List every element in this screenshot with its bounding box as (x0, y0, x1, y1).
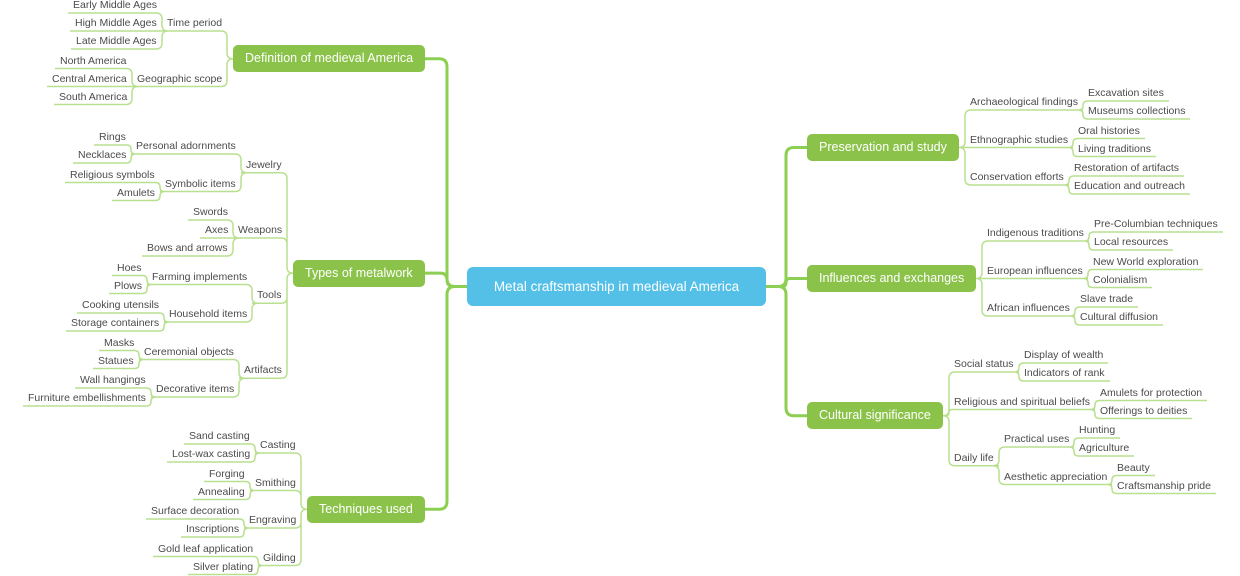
topic-node-silver-plating[interactable]: Silver plating (193, 560, 254, 573)
topic-node-religious-and-spiritual-beliefs[interactable]: Religious and spiritual beliefs (954, 395, 1090, 408)
topic-node-surface-decoration[interactable]: Surface decoration (151, 505, 240, 517)
topic-node-bows-and-arrows[interactable]: Bows and arrows (147, 242, 228, 254)
topic-node-tools[interactable]: Tools (257, 289, 282, 302)
topic-node-gilding[interactable]: Gilding (263, 551, 296, 564)
central-topic-node[interactable]: Metal craftsmanship in medieval America (467, 267, 766, 306)
topic-node-aesthetic-appreciation[interactable]: Aesthetic appreciation (1004, 470, 1108, 483)
topic-node-storage-containers[interactable]: Storage containers (71, 317, 160, 329)
branch-node-cultural-significance[interactable]: Cultural significance (807, 402, 943, 430)
topic-node-inscriptions[interactable]: Inscriptions (186, 523, 240, 535)
topic-node-slave-trade[interactable]: Slave trade (1080, 293, 1134, 305)
topic-node-early-middle-ages[interactable]: Early Middle Ages (73, 0, 158, 11)
topic-node-daily-life[interactable]: Daily life (954, 451, 994, 464)
topic-node-forging[interactable]: Forging (209, 467, 245, 480)
topic-node-ceremonial-objects[interactable]: Ceremonial objects (144, 345, 234, 358)
topic-node-household-items[interactable]: Household items (169, 308, 248, 320)
topic-node-excavation-sites[interactable]: Excavation sites (1088, 87, 1164, 99)
topic-node-decorative-items[interactable]: Decorative items (156, 383, 235, 395)
topic-node-hoes[interactable]: Hoes (117, 261, 142, 274)
topic-node-cooking-utensils[interactable]: Cooking utensils (82, 299, 160, 311)
topic-node-wall-hangings[interactable]: Wall hangings (80, 374, 146, 386)
topic-node-jewelry[interactable]: Jewelry (246, 158, 282, 171)
topic-node-craftsmanship-pride[interactable]: Craftsmanship pride (1117, 479, 1211, 492)
topic-node-european-influences[interactable]: European influences (987, 264, 1083, 277)
topic-node-engraving[interactable]: Engraving (249, 514, 297, 526)
topic-node-amulets-for-protection[interactable]: Amulets for protection (1100, 386, 1203, 399)
topic-node-religious-symbols[interactable]: Religious symbols (70, 168, 155, 181)
topic-node-museums-collections[interactable]: Museums collections (1088, 105, 1186, 117)
topic-node-colonialism[interactable]: Colonialism (1093, 273, 1148, 286)
topic-node-new-world-exploration[interactable]: New World exploration (1093, 255, 1199, 268)
topic-node-social-status[interactable]: Social status (954, 358, 1014, 370)
topic-node-smithing[interactable]: Smithing (255, 476, 296, 489)
topic-node-display-of-wealth[interactable]: Display of wealth (1024, 349, 1104, 361)
topic-node-education-and-outreach[interactable]: Education and outreach (1074, 180, 1185, 192)
topic-node-sand-casting[interactable]: Sand casting (189, 430, 250, 442)
topic-node-lost-wax-casting[interactable]: Lost-wax casting (172, 448, 251, 460)
topic-node-farming-implements[interactable]: Farming implements (152, 270, 248, 283)
topic-node-furniture-embellishments[interactable]: Furniture embellishments (28, 392, 146, 404)
branch-node-definition-of-medieval-america[interactable]: Definition of medieval America (233, 45, 426, 73)
topic-node-ethnographic-studies[interactable]: Ethnographic studies (970, 133, 1069, 146)
topic-node-weapons[interactable]: Weapons (238, 224, 283, 236)
topic-node-practical-uses[interactable]: Practical uses (1004, 433, 1070, 445)
topic-node-plows[interactable]: Plows (114, 279, 143, 292)
topic-node-necklaces[interactable]: Necklaces (78, 149, 127, 161)
topic-node-personal-adornments[interactable]: Personal adornments (136, 140, 236, 152)
topic-node-hunting[interactable]: Hunting (1079, 424, 1116, 436)
topic-node-central-america[interactable]: Central America (52, 72, 127, 85)
topic-node-north-america[interactable]: North America (60, 54, 127, 67)
branch-node-influences-and-exchanges[interactable]: Influences and exchanges (807, 265, 977, 292)
topic-node-statues[interactable]: Statues (98, 354, 134, 367)
topic-node-late-middle-ages[interactable]: Late Middle Ages (76, 35, 157, 47)
branch-node-preservation-and-study[interactable]: Preservation and study (807, 134, 959, 161)
topic-node-pre-columbian-techniques[interactable]: Pre-Columbian techniques (1094, 218, 1218, 230)
topic-node-agriculture[interactable]: Agriculture (1079, 442, 1130, 454)
topic-node-conservation-efforts[interactable]: Conservation efforts (970, 171, 1064, 183)
topic-node-oral-histories[interactable]: Oral histories (1078, 124, 1140, 137)
branch-connector-lines (425, 57, 807, 511)
topic-node-symbolic-items[interactable]: Symbolic items (165, 177, 236, 190)
topic-node-swords[interactable]: Swords (193, 206, 229, 218)
topic-node-axes[interactable]: Axes (205, 224, 229, 236)
topic-node-geographic-scope[interactable]: Geographic scope (137, 72, 223, 85)
topic-node-indigenous-traditions[interactable]: Indigenous traditions (987, 227, 1084, 239)
topic-node-cultural-diffusion[interactable]: Cultural diffusion (1080, 311, 1159, 323)
topic-node-masks[interactable]: Masks (104, 336, 135, 349)
topic-node-beauty[interactable]: Beauty (1117, 461, 1150, 474)
topic-node-gold-leaf-application[interactable]: Gold leaf application (158, 542, 254, 555)
topic-node-south-america[interactable]: South America (59, 90, 128, 103)
topic-node-archaeological-findings[interactable]: Archaeological findings (970, 96, 1078, 108)
topic-node-casting[interactable]: Casting (260, 439, 296, 451)
topic-node-time-period[interactable]: Time period (167, 17, 223, 29)
branch-node-techniques-used[interactable]: Techniques used (307, 495, 425, 523)
topic-node-offerings-to-deities[interactable]: Offerings to deities (1100, 404, 1188, 417)
topic-node-artifacts[interactable]: Artifacts (244, 364, 282, 377)
topic-node-amulets[interactable]: Amulets (117, 186, 155, 199)
topic-node-rings[interactable]: Rings (99, 131, 126, 143)
branch-node-types-of-metalwork[interactable]: Types of metalwork (293, 259, 425, 287)
topic-node-annealing[interactable]: Annealing (198, 485, 245, 498)
topic-node-living-traditions[interactable]: Living traditions (1078, 142, 1151, 155)
topic-node-restoration-of-artifacts[interactable]: Restoration of artifacts (1074, 162, 1180, 174)
topic-node-indicators-of-rank[interactable]: Indicators of rank (1024, 367, 1105, 379)
topic-node-high-middle-ages[interactable]: High Middle Ages (75, 17, 157, 29)
child-connector-lines (23, 12, 1223, 576)
topic-node-african-influences[interactable]: African influences (987, 302, 1070, 314)
topic-node-local-resources[interactable]: Local resources (1094, 236, 1169, 248)
